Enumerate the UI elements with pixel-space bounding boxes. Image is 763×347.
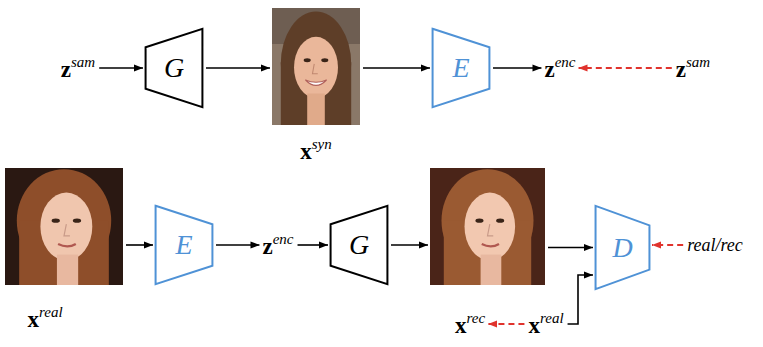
face-photo	[5, 168, 123, 285]
face-photo	[430, 168, 545, 285]
variable-superscript: rec	[466, 310, 485, 326]
flow-arrow	[216, 244, 259, 246]
variable-superscript: real	[39, 304, 63, 320]
trapezoid-shape	[433, 29, 490, 107]
dashed-arrow	[652, 244, 683, 246]
trapezoid-shape	[596, 206, 650, 289]
network-block: E	[432, 28, 490, 108]
network-name: G	[349, 231, 369, 259]
network-block: E	[155, 205, 213, 285]
variable-label: zsam	[675, 53, 711, 83]
flow-arrow	[298, 244, 328, 246]
flow-arrow	[363, 67, 430, 69]
flow-arrow	[548, 247, 593, 249]
image-label: xreal	[26, 303, 63, 333]
flow-arrow	[568, 275, 593, 324]
variable-symbol: x	[27, 307, 39, 332]
network-name: D	[612, 234, 632, 262]
dashed-arrow	[488, 323, 524, 325]
trapezoid-shape	[331, 206, 388, 284]
variable-symbol: x	[528, 313, 540, 338]
math-text: zsam	[60, 53, 96, 83]
variable-superscript: enc	[555, 54, 576, 70]
flow-arrow	[493, 67, 541, 69]
image-label: xsyn	[299, 135, 333, 165]
variable-superscript: sam	[71, 54, 95, 70]
variable-symbol: z	[676, 57, 686, 82]
trapezoid-shape	[156, 206, 213, 284]
label-text: real/rec	[686, 234, 744, 256]
variable-symbol: x	[455, 313, 467, 338]
network-name: E	[452, 54, 469, 82]
variable-symbol: z	[262, 234, 272, 259]
variable-label: zsam	[60, 53, 96, 83]
image-frame: xreal	[5, 168, 123, 285]
class-label: real/rec	[687, 235, 743, 255]
math-text: zsam	[675, 53, 711, 83]
math-text: zenc	[261, 230, 294, 260]
math-text: zenc	[543, 53, 576, 83]
image-frame: xsyn	[272, 8, 360, 125]
text-label: real/rec	[686, 234, 744, 256]
image-frame: xrec	[430, 168, 545, 285]
math-text: xreal	[527, 309, 564, 339]
variable-symbol: z	[544, 57, 554, 82]
image-label: xrec	[454, 309, 486, 339]
variable-superscript: sam	[686, 54, 710, 70]
flow-arrow	[99, 67, 143, 69]
flow-arrow	[126, 244, 153, 246]
network-block: G	[330, 205, 388, 285]
trapezoid-shape	[146, 29, 203, 107]
flow-arrow	[391, 244, 428, 246]
variable-label: zenc	[543, 53, 576, 83]
variable-superscript: enc	[273, 231, 294, 247]
variable-symbol: z	[61, 57, 71, 82]
variable-superscript: real	[540, 310, 564, 326]
flow-arrow	[206, 67, 270, 69]
network-block: G	[145, 28, 203, 108]
variable-superscript: syn	[312, 136, 332, 152]
variable-label: xreal	[527, 309, 564, 339]
variable-symbol: x	[300, 139, 312, 164]
network-name: G	[164, 54, 184, 82]
face-photo	[272, 8, 360, 125]
network-name: E	[175, 231, 192, 259]
network-block: D	[595, 205, 650, 290]
variable-label: zenc	[261, 230, 294, 260]
dashed-arrow	[579, 67, 672, 69]
